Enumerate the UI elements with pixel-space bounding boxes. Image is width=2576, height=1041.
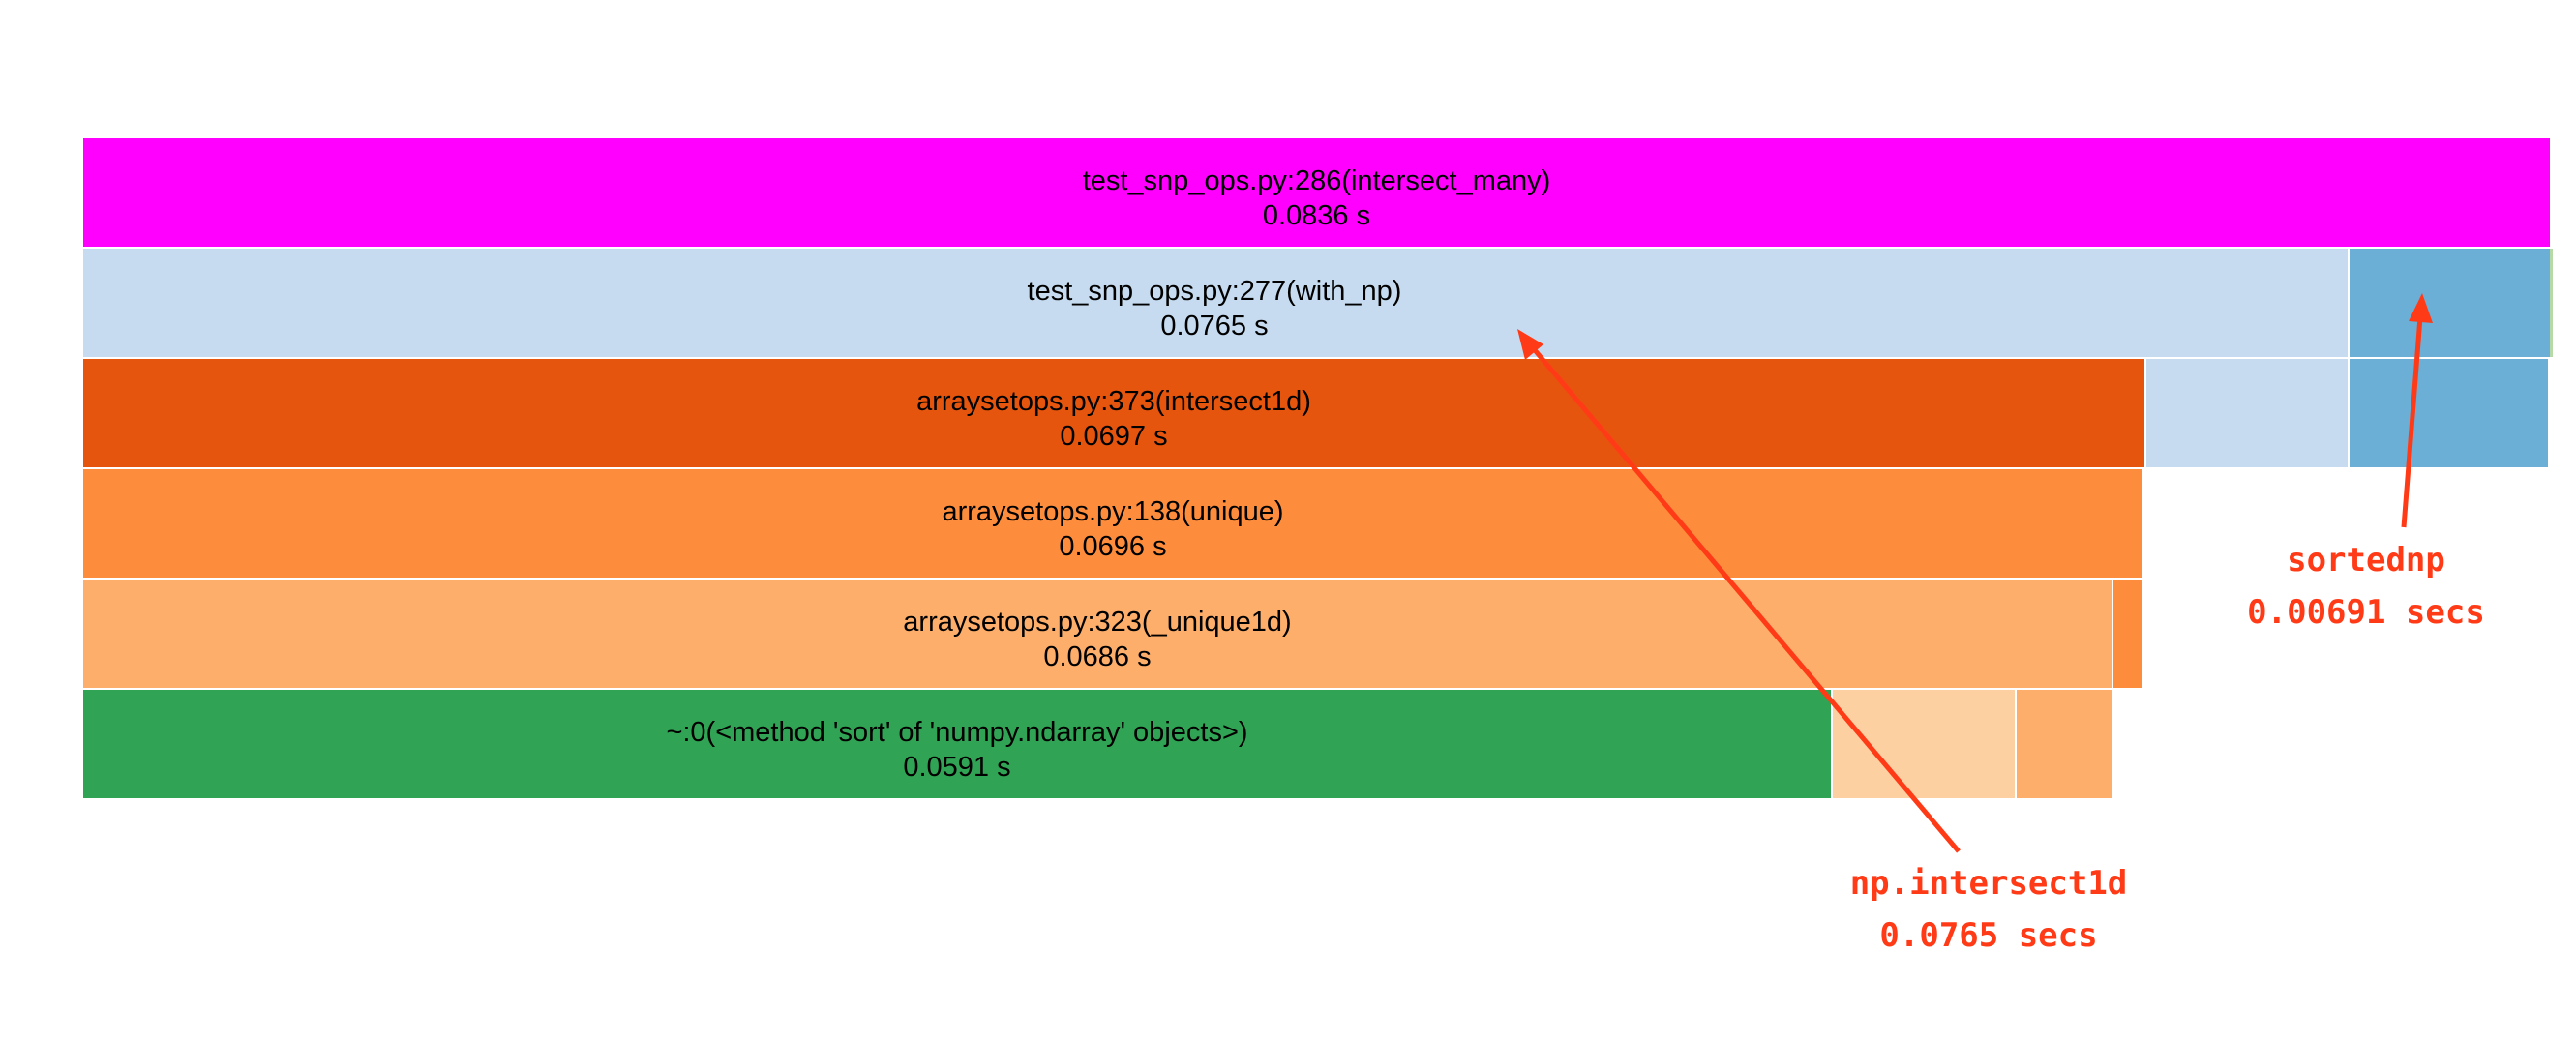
frame-unique1d-child-a[interactable] <box>1833 690 2015 798</box>
frame-unique[interactable]: arraysetops.py:138(unique) 0.0696 s <box>83 469 2142 578</box>
sortednp-annotation: sortednp 0.00691 secs <box>2245 534 2487 639</box>
intersect1d-annotation: np.intersect1d 0.0765 secs <box>1843 857 2134 962</box>
intersect1d-arrow <box>1517 329 1961 853</box>
annotation-title: sortednp <box>2287 541 2445 580</box>
frame-with-np-remainder[interactable] <box>2146 359 2348 467</box>
frame-sort[interactable]: ~:0(<method 'sort' of 'numpy.ndarray' ob… <box>83 690 1831 798</box>
frame-sliver <box>2550 249 2553 357</box>
annotation-title: np.intersect1d <box>1849 864 2128 903</box>
sortednp-arrow <box>2401 293 2433 528</box>
frame-sortednp-child[interactable] <box>2350 359 2548 467</box>
annotation-time: 0.0765 secs <box>1879 916 2098 955</box>
frame-sortednp[interactable] <box>2350 249 2550 357</box>
frame-unique-remainder[interactable] <box>2113 580 2142 688</box>
annotation-time: 0.00691 secs <box>2247 593 2485 632</box>
frame-unique1d-child-b[interactable] <box>2017 690 2112 798</box>
